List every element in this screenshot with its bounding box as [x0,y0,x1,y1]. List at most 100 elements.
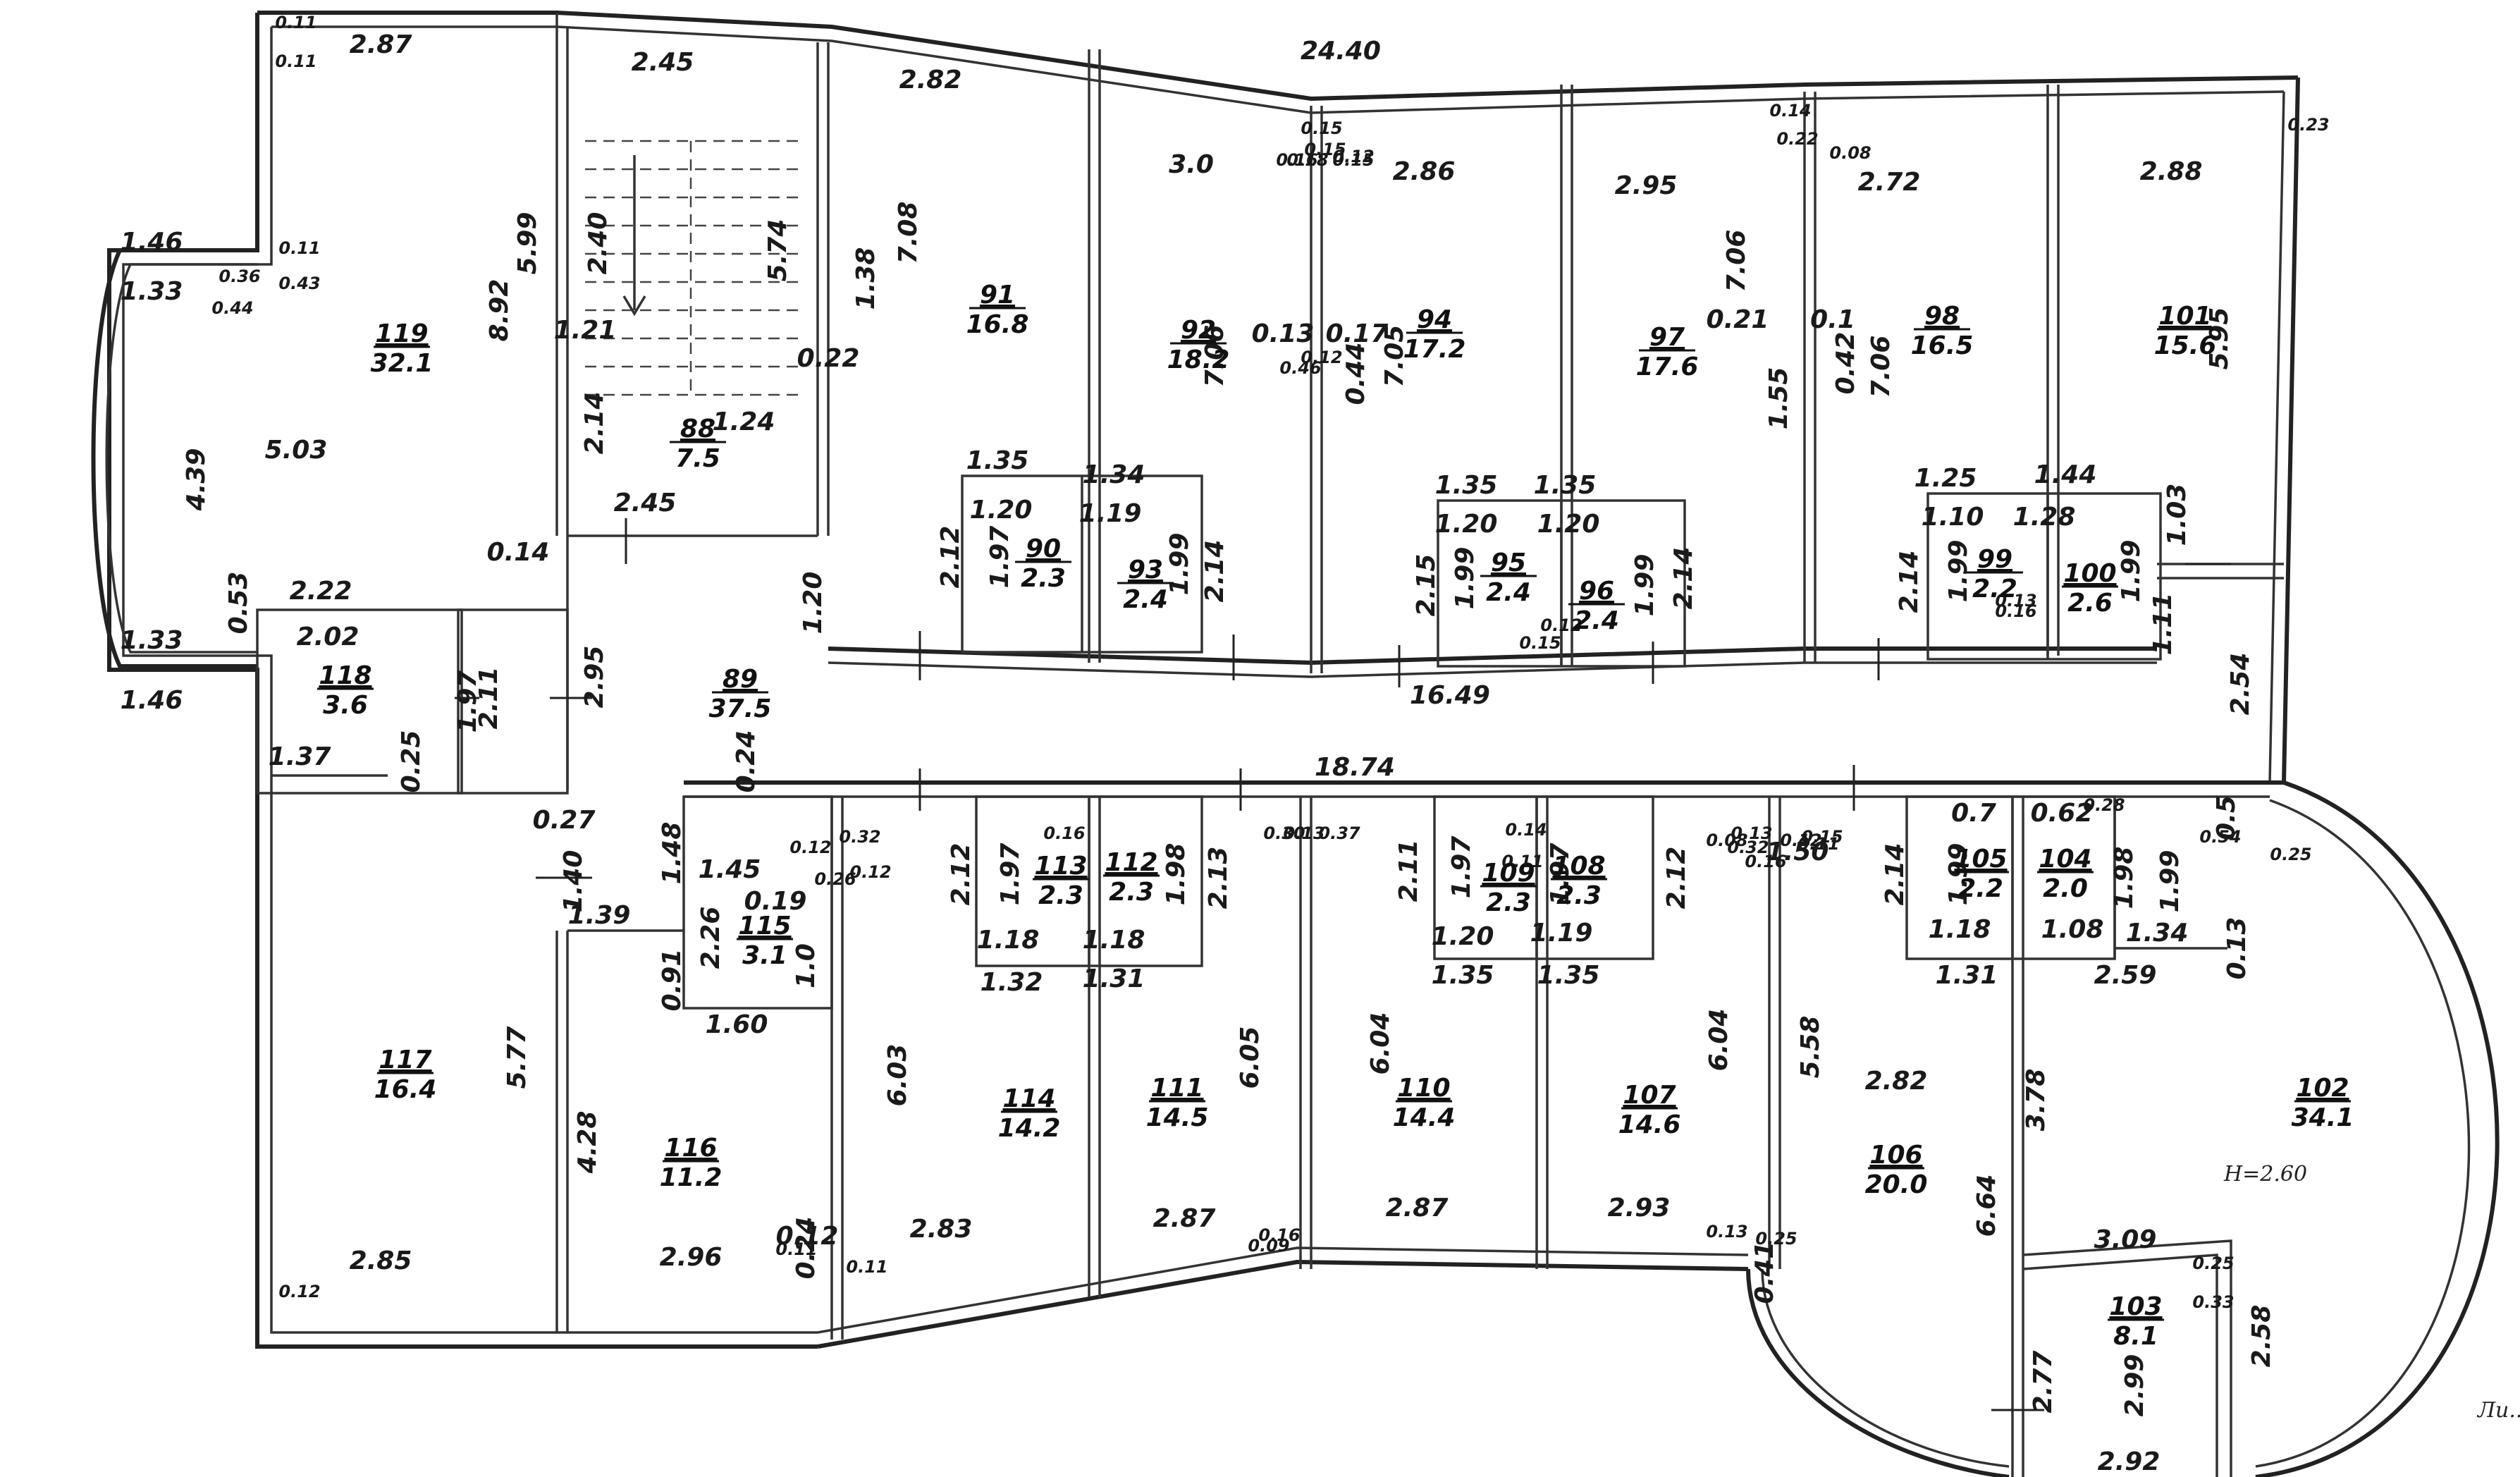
small-dimension-label: 0.22 [1776,129,1818,149]
room-number: 92 [1181,316,1216,345]
room-area: 11.2 [660,1163,723,1192]
room-area: 8.1 [2113,1322,2158,1351]
dimension-label: 1.35 [1537,961,1600,990]
dimension-label: 0.13 [1252,319,1315,348]
room-number: 91 [980,281,1015,310]
dimension-label: 0.14 [487,538,550,567]
dimension-label: 0.5 [2212,795,2241,840]
small-dimension-label: 0.36 [219,266,260,286]
dimension-label: 1.33 [121,626,183,655]
small-dimension-label: 0.37 [1318,823,1360,843]
room-area: 14.6 [1618,1110,1681,1139]
small-dimension-label: 0.11 [775,1239,817,1259]
dimension-label: 6.64 [1972,1175,2001,1237]
small-dimension-label: 0.09 [1248,1236,1289,1256]
dimension-label: 7.06 [1200,325,1229,388]
dimension-label: 2.72 [1858,168,1921,197]
dimension-label: 3.09 [2094,1225,2157,1254]
dimension-label: 1.99 [1944,540,1973,603]
small-dimension-label: 0.46 [1279,358,1321,378]
dimension-label: 2.87 [1153,1204,1216,1233]
small-dimension-label: 0.12 [1332,147,1374,166]
dimension-label: 2.85 [350,1246,412,1275]
small-dimension-label: 0.11 [275,13,316,32]
small-dimension-label: 0.44 [211,298,253,318]
small-dimension-label: 0.54 [2199,827,2241,847]
room-number: 115 [738,912,791,940]
small-dimension-label: 0.13 [1995,591,2036,611]
small-dimension-label: 0.26 [814,869,856,889]
dimension-label: 2.83 [910,1215,973,1244]
small-dimension-label: 0.32 [1727,838,1769,857]
dimension-label: 5.99 [513,212,542,275]
dimension-label: 1.97 [1546,843,1575,906]
room-area: 17.2 [1403,335,1466,364]
dimension-label: 5.58 [1796,1016,1825,1079]
dimension-label: 1.45 [699,855,761,884]
room-area: 34.1 [2292,1103,2354,1132]
room-number: 113 [1034,852,1087,881]
dimension-label: 2.22 [290,577,352,606]
room-area: 2.2 [1972,575,2017,603]
dimension-label: 6.05 [1236,1026,1265,1089]
dimension-label: 1.25 [1914,464,1977,493]
dimension-label: 1.97 [1447,836,1476,899]
dimension-label: 0.24 [792,1217,820,1280]
small-dimension-label: 0.12 [789,838,831,857]
room-number: 114 [1002,1084,1055,1113]
room-number: 93 [1128,556,1163,584]
dimension-label: 1.21 [554,316,617,345]
dimension-label: 1.99 [1944,843,1973,906]
room-area: 2.3 [1038,881,1083,910]
small-dimension-label: 0.28 [2083,795,2125,815]
dimension-label: 0.44 [1341,343,1370,405]
dimension-label: 2.99 [2120,1354,2149,1417]
room-number: 112 [1105,848,1157,877]
room-area: 2.4 [1574,606,1619,635]
dimension-label: 2.14 [1669,547,1698,610]
room-area: 2.6 [2067,589,2113,618]
dimension-label: 0.25 [397,730,426,793]
dimension-label: 7.05 [1380,325,1409,388]
small-dimension-label: 0.32 [839,827,880,847]
room-number: 95 [1491,548,1526,577]
dimension-label: 1.11 [2149,593,2177,656]
small-dimension-label: 0.16 [1043,823,1085,843]
dimension-label: 0.1 [1810,305,1855,334]
dimension-label: 4.39 [182,448,211,512]
dimension-label: 1.97 [985,526,1014,589]
room-number: 99 [1977,545,2012,574]
dimension-label: 1.35 [1534,471,1597,500]
room-area: 15.6 [2154,331,2217,360]
dimension-label: 3.0 [1169,150,1214,179]
room-number: 101 [2158,302,2211,331]
room-area: 2.3 [1021,564,1066,593]
small-dimension-label: 0.30 [1263,823,1305,843]
dimension-label: 4.28 [573,1111,602,1175]
dimension-label: 0.53 [224,572,253,635]
dimension-label: 1.99 [1630,554,1659,617]
room-number: 89 [723,665,758,694]
dimension-label: 1.20 [799,572,828,635]
dimension-label: 2.58 [2247,1305,2276,1368]
dimension-label: 2.93 [1608,1194,1671,1222]
dimension-label: 1.20 [1435,510,1498,539]
room-area: 14.5 [1146,1103,1209,1132]
dimension-label: 1.97 [996,843,1025,906]
small-dimension-label: 0.18 [1286,150,1328,170]
dimension-label: 0.62 [2031,799,2094,828]
dimension-label: 7.06 [1867,336,1895,398]
small-dimension-label: 0.12 [1540,615,1582,635]
dimension-label: 2.12 [936,526,965,589]
dimension-label: 1.99 [1451,547,1480,610]
dimension-label: 2.92 [2098,1447,2161,1476]
small-dimension-label: 0.23 [2287,115,2329,135]
room-area: 16.8 [966,310,1029,339]
dimension-label: 1.38 [852,247,880,310]
room-area: 14.4 [1393,1103,1456,1132]
small-dimension-label: 0.12 [278,1282,320,1301]
room-area: 37.5 [709,694,772,723]
room-number: 109 [1482,859,1535,888]
